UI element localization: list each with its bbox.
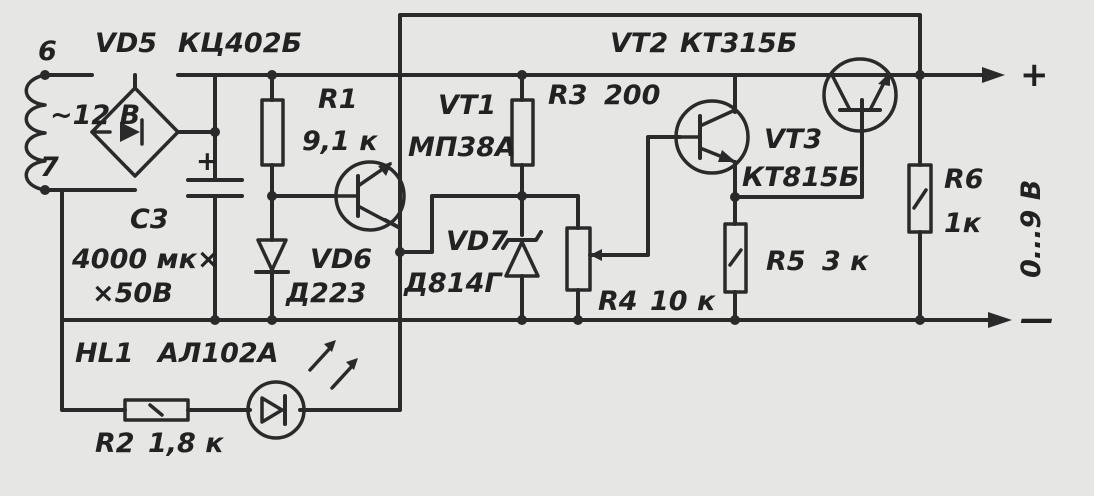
output-arrows: [982, 67, 1012, 328]
junction-dot: [395, 247, 405, 257]
transformer-coil: [24, 73, 47, 192]
junction-dot: [915, 315, 925, 325]
r5-value-label: 3 к: [822, 246, 869, 277]
junction-dot: [517, 315, 527, 325]
resistor-r1: [260, 98, 285, 167]
vt1-ref-label: VT1: [438, 90, 496, 121]
transformer-pin-top-label: 6: [38, 36, 57, 67]
led-type-label: АЛ102А: [156, 338, 279, 369]
vd7-ref-label: VD7: [446, 226, 508, 257]
potentiometer-r4: [565, 226, 602, 292]
junction-dot: [730, 315, 740, 325]
transformer-pin-bottom-label: 7: [40, 152, 59, 183]
capacitor-value-line2-label: ×50В: [92, 278, 173, 309]
vd7-type-label: Д814Г: [403, 268, 503, 299]
vd6-type-label: Д223: [285, 278, 366, 309]
transistor-vt1: [333, 160, 406, 232]
r5-ref-label: R5: [766, 246, 806, 277]
output-range-label: 0...9 В: [1016, 180, 1047, 278]
diode-vd6: [254, 238, 290, 274]
output-minus-label: —: [1020, 299, 1054, 339]
r3-value-label: 200: [604, 80, 660, 111]
transistor-vt3: [674, 99, 750, 175]
resistor-r3: [510, 98, 535, 167]
junction-dot: [267, 70, 277, 80]
labels: 6 7 ~12 В VD5 КЦ402Б + C3 4000 мк× ×50В …: [38, 28, 1054, 459]
bridge-type-label: КЦ402Б: [178, 28, 302, 59]
capacitor-ref-label: C3: [130, 204, 169, 235]
led-ref-label: HL1: [75, 338, 134, 369]
junction-dots: [40, 70, 925, 325]
resistor-r6: [907, 163, 933, 234]
resistor-r2: [123, 398, 190, 422]
junction-dot: [210, 315, 220, 325]
bridge-ref-label: VD5: [95, 28, 157, 59]
junction-dot: [210, 127, 220, 137]
wire-r4-wiper: [588, 135, 682, 257]
output-plus-arrow-icon: [982, 67, 1005, 83]
wire-bridge-minus: [60, 188, 127, 412]
capacitor-polarity-label: +: [196, 146, 219, 177]
r3-ref-label: R3: [548, 80, 588, 111]
r6-value-label: 1к: [944, 208, 982, 239]
capacitor-value-line1-label: 4000 мк×: [71, 244, 220, 275]
transistor-vt2: [822, 57, 898, 133]
vt1-type-label: МП38А: [408, 132, 516, 163]
r6-ref-label: R6: [944, 164, 984, 195]
vt2-ref-label: VT2: [610, 28, 668, 59]
capacitor-c3: [186, 178, 244, 198]
zener-vd7: [501, 230, 543, 278]
junction-dot: [573, 315, 583, 325]
r4-value-label: 10 к: [650, 286, 716, 317]
junction-dot: [517, 191, 527, 201]
r1-value-label: 9,1 к: [302, 126, 378, 157]
r4-ref-label: R4: [598, 286, 638, 317]
junction-dot: [267, 191, 277, 201]
r1-ref-label: R1: [318, 84, 358, 115]
vt3-ref-label: VT3: [764, 124, 822, 155]
led-hl1: [246, 340, 358, 440]
transformer-voltage-label: ~12 В: [50, 100, 140, 131]
r2-ref-label: R2: [95, 428, 135, 459]
output-plus-label: +: [1020, 55, 1049, 95]
junction-dot: [517, 70, 527, 80]
wire-top-loop: [398, 13, 922, 230]
vd6-ref-label: VD6: [310, 244, 372, 275]
wire-led: [186, 250, 402, 412]
vt3-type-label: КТ815Б: [742, 162, 859, 193]
r2-value-label: 1,8 к: [148, 428, 224, 459]
junction-dot: [267, 315, 277, 325]
resistor-r5: [723, 222, 748, 294]
junction-dot: [730, 192, 740, 202]
junction-dot: [915, 70, 925, 80]
output-minus-arrow-icon: [988, 312, 1012, 328]
vt2-type-label: КТ315Б: [680, 28, 797, 59]
diode-bridge: [90, 86, 180, 178]
